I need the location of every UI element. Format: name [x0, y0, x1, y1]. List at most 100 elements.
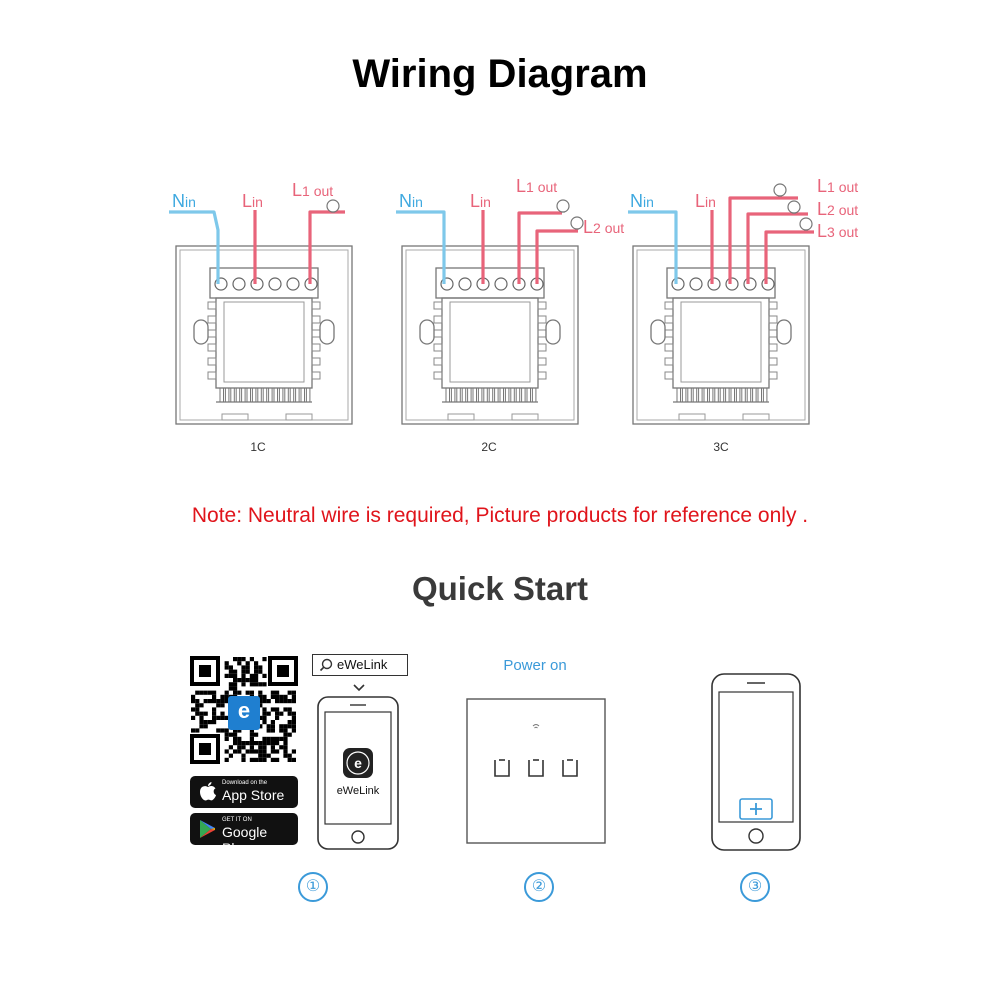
qr-module — [258, 749, 263, 754]
qr-module — [224, 732, 229, 737]
wifi-indicator-icon — [532, 724, 540, 729]
panel1-neutral-wire — [169, 210, 220, 284]
qr-module — [258, 699, 263, 704]
qr-module — [291, 699, 296, 704]
qr-module — [262, 694, 267, 699]
panel3-l3-bulb-icon — [799, 217, 813, 231]
qr-module — [249, 745, 254, 750]
qr-module — [262, 657, 267, 662]
qr-module — [233, 690, 238, 695]
google-play-button[interactable]: GET IT ON Google Play — [190, 813, 298, 856]
panel2-l2-out-wire — [535, 229, 578, 284]
ewelink-app-icon: e — [343, 748, 373, 778]
qr-module — [270, 736, 275, 741]
qr-module — [203, 690, 208, 695]
qr-module — [224, 699, 229, 704]
qr-module — [224, 749, 229, 754]
qr-module — [224, 690, 229, 695]
qr-module — [220, 715, 225, 720]
panel2-n-in-label: Nin — [399, 191, 423, 211]
qr-module — [266, 699, 271, 704]
qr-module — [224, 665, 229, 670]
qr-module — [203, 720, 208, 725]
qr-module — [249, 757, 254, 762]
panel3-n-in-label: Nin — [630, 191, 654, 211]
qr-module — [191, 728, 196, 733]
qr-module — [241, 682, 246, 687]
qr-module — [249, 682, 254, 687]
qr-module — [258, 741, 263, 746]
panel2-l2-out-label: L2 out — [583, 217, 625, 237]
qr-module — [262, 757, 267, 762]
step-2-badge: ② — [524, 872, 554, 902]
qr-module — [254, 732, 259, 737]
qr-module — [233, 728, 238, 733]
qr-module — [237, 678, 242, 683]
switch-panel-front — [466, 698, 606, 844]
qr-module — [220, 699, 225, 704]
qr-module — [249, 673, 254, 678]
qr-module — [212, 711, 217, 716]
qr-module — [241, 669, 246, 674]
qr-module — [279, 724, 284, 729]
ewelink-search-box[interactable]: eWeLink — [312, 654, 408, 676]
switch-back-panel-1 — [175, 245, 353, 425]
qr-module — [262, 699, 267, 704]
qr-module — [241, 753, 246, 758]
qr-module — [287, 720, 292, 725]
qr-module — [228, 753, 233, 758]
step-1-badge: ① — [298, 872, 328, 902]
qr-module — [275, 715, 280, 720]
qr-module — [275, 690, 280, 695]
qr-module — [291, 694, 296, 699]
switch-back-panel-2 — [401, 245, 579, 425]
qr-module — [291, 720, 296, 725]
qr-module — [287, 711, 292, 716]
qr-module — [224, 673, 229, 678]
add-device-icon[interactable] — [739, 798, 773, 820]
qr-module — [287, 690, 292, 695]
qr-module — [249, 678, 254, 683]
qr-module — [258, 715, 263, 720]
qr-module — [262, 753, 267, 758]
qr-module — [254, 682, 259, 687]
qr-module — [287, 753, 292, 758]
qr-module — [254, 661, 259, 666]
app-name-label: eWeLink — [336, 785, 380, 797]
qr-module — [212, 694, 217, 699]
qr-module — [270, 720, 275, 725]
panel3-l3-out-label: L3 out — [817, 221, 859, 241]
qr-module — [249, 690, 254, 695]
qr-module — [241, 678, 246, 683]
qr-module — [270, 741, 275, 746]
qr-module — [283, 736, 288, 741]
search-label: eWeLink — [337, 657, 388, 672]
qr-module — [249, 741, 254, 746]
qr-module — [254, 669, 259, 674]
qr-module — [262, 749, 267, 754]
qr-module — [233, 682, 238, 687]
qr-module — [258, 757, 263, 762]
qr-module — [237, 745, 242, 750]
google-play-small: GET IT ON — [222, 817, 252, 823]
qr-module — [195, 728, 200, 733]
qr-module — [254, 665, 259, 670]
qr-module — [195, 711, 200, 716]
quick-start-title: Quick Start — [411, 570, 589, 607]
app-store-button[interactable]: Download on the App Store — [190, 776, 298, 808]
qr-module — [237, 741, 242, 746]
qr-module — [224, 728, 229, 733]
qr-module — [212, 707, 217, 712]
qr-module — [287, 732, 292, 737]
qr-module — [191, 699, 196, 704]
qr-module — [287, 699, 292, 704]
qr-module — [241, 757, 246, 762]
qr-module — [237, 728, 242, 733]
panel3-neutral-wire — [628, 210, 678, 284]
qr-module — [258, 682, 263, 687]
qr-module — [291, 690, 296, 695]
qr-module — [203, 724, 208, 729]
qr-module — [237, 749, 242, 754]
qr-module — [228, 673, 233, 678]
panel3-l1-out-wire — [728, 196, 798, 284]
